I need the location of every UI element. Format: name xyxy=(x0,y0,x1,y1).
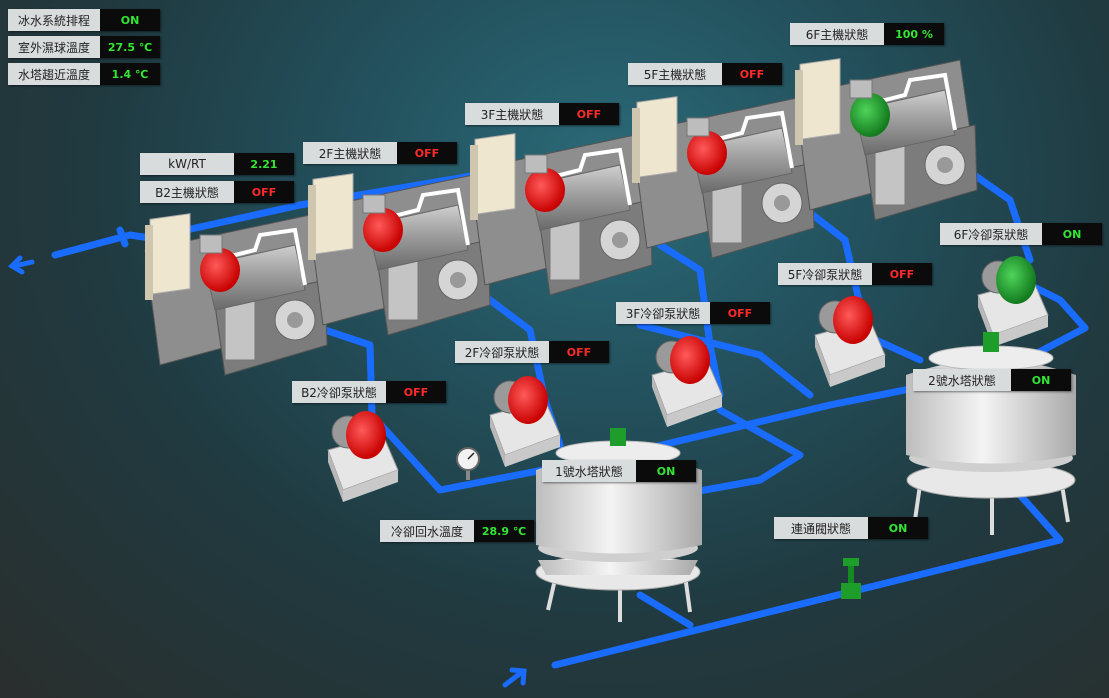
chiller-6f-label: 6F主機狀態 xyxy=(790,23,884,45)
chiller-5f-label: 5F主機狀態 xyxy=(628,63,722,85)
chiller-2f-status[interactable]: 2F主機狀態 OFF xyxy=(303,142,457,164)
chiller-3f-value: OFF xyxy=(559,103,619,125)
outdoor-wet-bulb-value: 27.5 ℃ xyxy=(100,36,160,58)
tower-1-status[interactable]: 1號水塔狀態 ON xyxy=(542,460,696,482)
chiller-5f xyxy=(631,96,815,259)
pump-b2-status[interactable]: B2冷卻泵狀態 OFF xyxy=(292,381,446,403)
pump-6f xyxy=(977,256,1049,347)
bypass-valve-label: 連通閥狀態 xyxy=(774,517,868,539)
chiller-2f xyxy=(307,173,491,336)
chiller-5f-status[interactable]: 5F主機狀態 OFF xyxy=(628,63,782,85)
pressure-gauge-icon xyxy=(456,447,480,480)
tower-1-label: 1號水塔狀態 xyxy=(542,460,636,482)
tower-1-value: ON xyxy=(636,460,696,482)
pump-5f xyxy=(814,296,886,387)
pump-6f-status[interactable]: 6F冷卻泵狀態 ON xyxy=(940,223,1102,245)
tower-2-label: 2號水塔狀態 xyxy=(913,369,1011,391)
chiller-schedule-label: 冰水系統排程 xyxy=(8,9,100,31)
chiller-6f-value: 100 % xyxy=(884,23,944,45)
chiller-b2-status[interactable]: B2主機狀態 OFF xyxy=(140,181,294,203)
chiller-3f-status[interactable]: 3F主機狀態 OFF xyxy=(465,103,619,125)
pump-3f-value: OFF xyxy=(710,302,770,324)
chiller-6f xyxy=(794,58,978,221)
kw-rt-label: kW/RT xyxy=(140,153,234,175)
pump-2f-status[interactable]: 2F冷卻泵狀態 OFF xyxy=(455,341,609,363)
pump-2f-value: OFF xyxy=(549,341,609,363)
pump-3f-label: 3F冷卻泵狀態 xyxy=(616,302,710,324)
chiller-b2-label: B2主機狀態 xyxy=(140,181,234,203)
return-water-temp-status: 冷卻回水溫度 28.9 ℃ xyxy=(380,520,534,542)
cooling-tower-2 xyxy=(906,332,1076,535)
tower-approach-value: 1.4 ℃ xyxy=(100,63,160,85)
chiller-3f-label: 3F主機狀態 xyxy=(465,103,559,125)
pump-3f-status[interactable]: 3F冷卻泵狀態 OFF xyxy=(616,302,770,324)
flow-arrow-icon xyxy=(7,255,35,275)
chiller-5f-value: OFF xyxy=(722,63,782,85)
tower-2-value: ON xyxy=(1011,369,1071,391)
outdoor-wet-bulb-status: 室外濕球溫度 27.5 ℃ xyxy=(8,36,160,58)
kw-rt-status: kW/RT 2.21 xyxy=(140,153,294,175)
pump-5f-value: OFF xyxy=(872,263,932,285)
pump-3f xyxy=(651,336,723,427)
chiller-2f-value: OFF xyxy=(397,142,457,164)
flow-arrow-icon xyxy=(502,667,527,688)
pump-b2-value: OFF xyxy=(386,381,446,403)
pump-2f-label: 2F冷卻泵狀態 xyxy=(455,341,549,363)
chiller-schedule-status: 冰水系統排程 ON xyxy=(8,9,160,31)
pump-b2 xyxy=(327,411,399,502)
chiller-6f-status[interactable]: 6F主機狀態 100 % xyxy=(790,23,944,45)
chiller-schedule-value: ON xyxy=(100,9,160,31)
kw-rt-value: 2.21 xyxy=(234,153,294,175)
chiller-2f-label: 2F主機狀態 xyxy=(303,142,397,164)
cooling-tower-1 xyxy=(535,428,702,622)
pump-b2-label: B2冷卻泵狀態 xyxy=(292,381,386,403)
chiller-b2-value: OFF xyxy=(234,181,294,203)
bypass-valve-value: ON xyxy=(868,517,928,539)
return-water-temp-value: 28.9 ℃ xyxy=(474,520,534,542)
return-water-temp-label: 冷卻回水溫度 xyxy=(380,520,474,542)
tower-approach-status: 水塔趨近溫度 1.4 ℃ xyxy=(8,63,160,85)
tower-2-status[interactable]: 2號水塔狀態 ON xyxy=(913,369,1071,391)
chiller-3f xyxy=(469,133,653,296)
valve-icon xyxy=(841,558,861,599)
chiller-b2 xyxy=(144,213,328,376)
bypass-valve-status[interactable]: 連通閥狀態 ON xyxy=(774,517,928,539)
pump-5f-status[interactable]: 5F冷卻泵狀態 OFF xyxy=(778,263,932,285)
tower-approach-label: 水塔趨近溫度 xyxy=(8,63,100,85)
outdoor-wet-bulb-label: 室外濕球溫度 xyxy=(8,36,100,58)
pump-6f-value: ON xyxy=(1042,223,1102,245)
pump-6f-label: 6F冷卻泵狀態 xyxy=(940,223,1042,245)
pump-2f xyxy=(489,376,561,467)
pump-5f-label: 5F冷卻泵狀態 xyxy=(778,263,872,285)
